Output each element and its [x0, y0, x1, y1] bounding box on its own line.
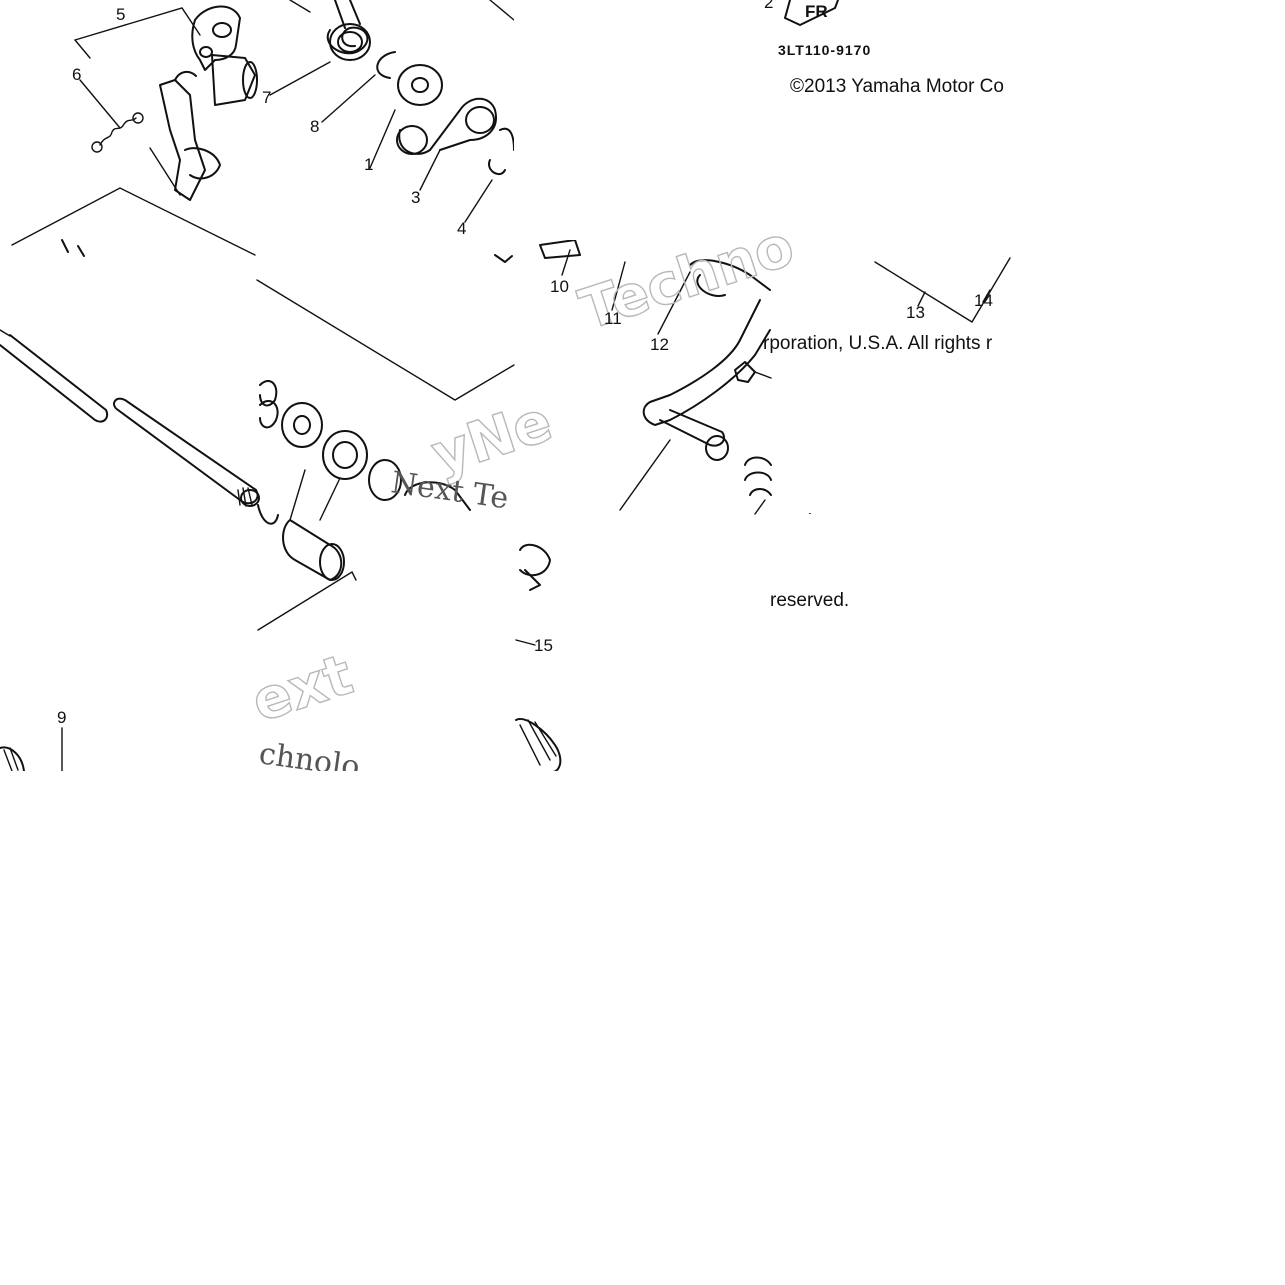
watermark: Techno yNe Next Te ext chnolo: [244, 213, 803, 785]
callout-13: 13: [906, 303, 925, 322]
callout-14: 14: [974, 291, 993, 310]
front-direction-mark: FR: [784, 0, 839, 26]
fr-label: FR: [805, 2, 828, 21]
callout-10: 10: [550, 277, 569, 296]
shift-shaft: [0, 329, 260, 507]
callout-11: 11: [604, 309, 622, 328]
callout-4: 4: [457, 219, 466, 238]
collar-bushing: [257, 469, 357, 631]
copyright-line-1: ©2013 Yamaha Motor Co: [790, 76, 1004, 97]
callout-2: 2: [764, 0, 773, 12]
bolt-parts: [515, 513, 811, 774]
callout-1: 1: [364, 155, 373, 174]
shift-pedal: [539, 229, 772, 515]
callout-leaders-13-14: [874, 257, 1011, 323]
spring-washer-cluster: [269, 0, 515, 263]
shift-lever-assembly: [11, 5, 258, 257]
callout-8: 8: [310, 117, 319, 136]
copyright-line-2: rporation, U.S.A. All rights r: [763, 333, 993, 354]
watermark-fragment-next-te: Next Te: [389, 465, 511, 516]
bearing-seal-group: [256, 279, 515, 511]
watermark-fragment-ext: ext: [244, 642, 360, 735]
callout-7: 7: [262, 88, 271, 107]
callout-12: 12: [650, 335, 669, 354]
callout-15: 15: [534, 636, 553, 655]
callout-5: 5: [116, 5, 125, 24]
callout-6: 6: [72, 65, 81, 84]
copyright-line-3: reserved.: [770, 590, 850, 611]
callout-3: 3: [411, 188, 420, 207]
callout-numbers: 5 6 7 8 1 3 4 2 10 11 12 13 14 15 9: [57, 0, 993, 727]
pedal-rubber: [0, 727, 63, 772]
part-code: 3LT110-9170: [778, 42, 872, 58]
callout-9: 9: [57, 708, 66, 727]
